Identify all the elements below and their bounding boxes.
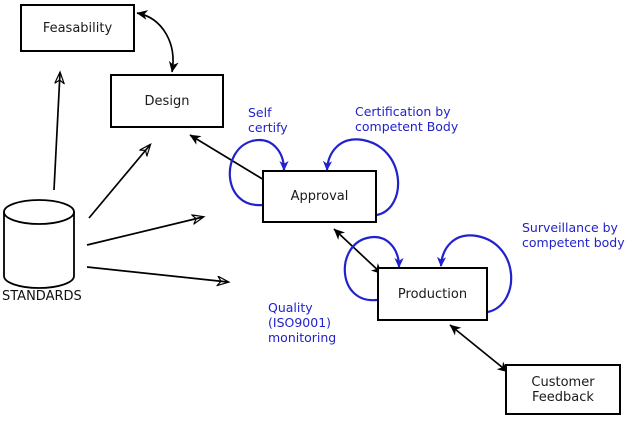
arc-approval-certification	[322, 138, 400, 217]
standards-cylinder-shape	[3, 199, 75, 289]
edge-standards-design	[88, 145, 150, 219]
node-approval[interactable]: Approval	[262, 170, 377, 223]
node-feasability-label: Feasability	[42, 20, 113, 36]
node-feasability[interactable]: Feasability	[20, 4, 135, 52]
arc-production-quality-monitoring	[343, 235, 404, 302]
annotation-certification-by-competent-body: Certification by competent Body	[355, 104, 459, 134]
edge-production-customer-feedback	[449, 324, 509, 373]
edge-standards-approval	[86, 217, 203, 246]
annotation-surveillance-by-competent-body: Surveillance by competent body	[522, 220, 625, 250]
node-customer-feedback[interactable]: Customer Feedback	[505, 364, 621, 415]
node-production-label: Production	[397, 286, 468, 302]
node-standards-label: STANDARDS	[2, 289, 82, 304]
edge-standards-production	[86, 266, 228, 282]
annotation-self-certify: Self certify	[248, 105, 288, 135]
edge-feasability-design	[136, 10, 179, 73]
annotation-quality-iso9001-monitoring: Quality (ISO9001) monitoring	[268, 300, 337, 345]
node-design-label: Design	[144, 93, 190, 109]
arc-production-surveillance	[436, 234, 513, 314]
edge-standards-feasability	[53, 73, 60, 191]
node-production[interactable]: Production	[377, 267, 488, 321]
node-approval-label: Approval	[290, 189, 349, 204]
edge-approval-production	[333, 228, 383, 275]
arc-approval-self-certify	[228, 138, 289, 207]
node-customer-feedback-label: Customer Feedback	[531, 374, 595, 405]
node-design[interactable]: Design	[110, 74, 224, 128]
